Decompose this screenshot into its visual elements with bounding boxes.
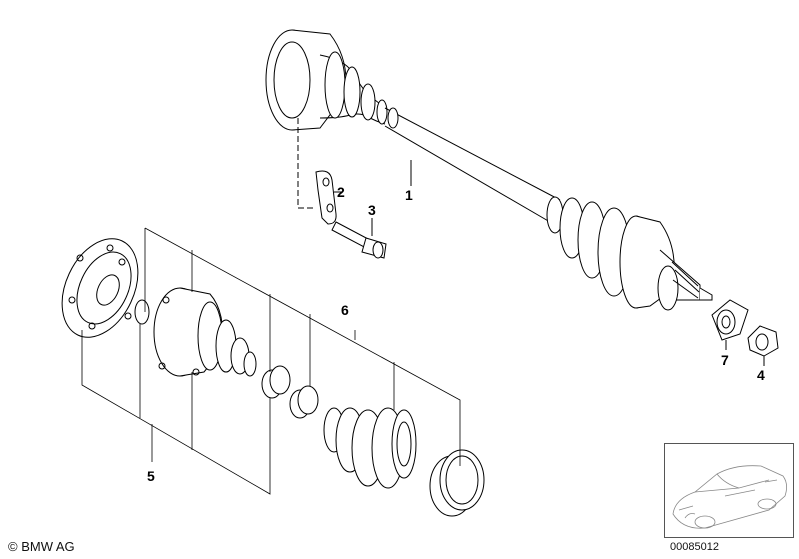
clamp-ring-part xyxy=(261,365,291,399)
image-number: 00085012 xyxy=(670,541,719,553)
clamp-ring-part xyxy=(289,385,319,419)
callout-5: 5 xyxy=(147,468,155,484)
callout-4: 4 xyxy=(757,367,765,383)
flange-part xyxy=(61,238,139,338)
callout-6: 6 xyxy=(341,302,349,318)
bolt-part xyxy=(331,218,387,259)
snap-ring-part xyxy=(134,299,150,325)
vehicle-thumbnail xyxy=(664,443,794,538)
washer-part xyxy=(711,299,749,350)
callout-2: 2 xyxy=(337,184,345,200)
large-clamp-part xyxy=(429,449,485,517)
inner-joint-part xyxy=(153,287,257,377)
car-silhouette-icon xyxy=(672,465,787,529)
kit-bracket-lines xyxy=(81,227,461,495)
collar-nut-part xyxy=(747,325,779,366)
boot-part xyxy=(323,407,417,489)
callout-1: 1 xyxy=(405,187,413,203)
callout-7: 7 xyxy=(721,352,729,368)
callout-3: 3 xyxy=(368,202,376,218)
lock-plate-part xyxy=(315,170,342,225)
drive-shaft-part xyxy=(265,29,713,311)
dashed-guide xyxy=(297,118,314,209)
copyright-text: © BMW AG xyxy=(8,539,75,554)
